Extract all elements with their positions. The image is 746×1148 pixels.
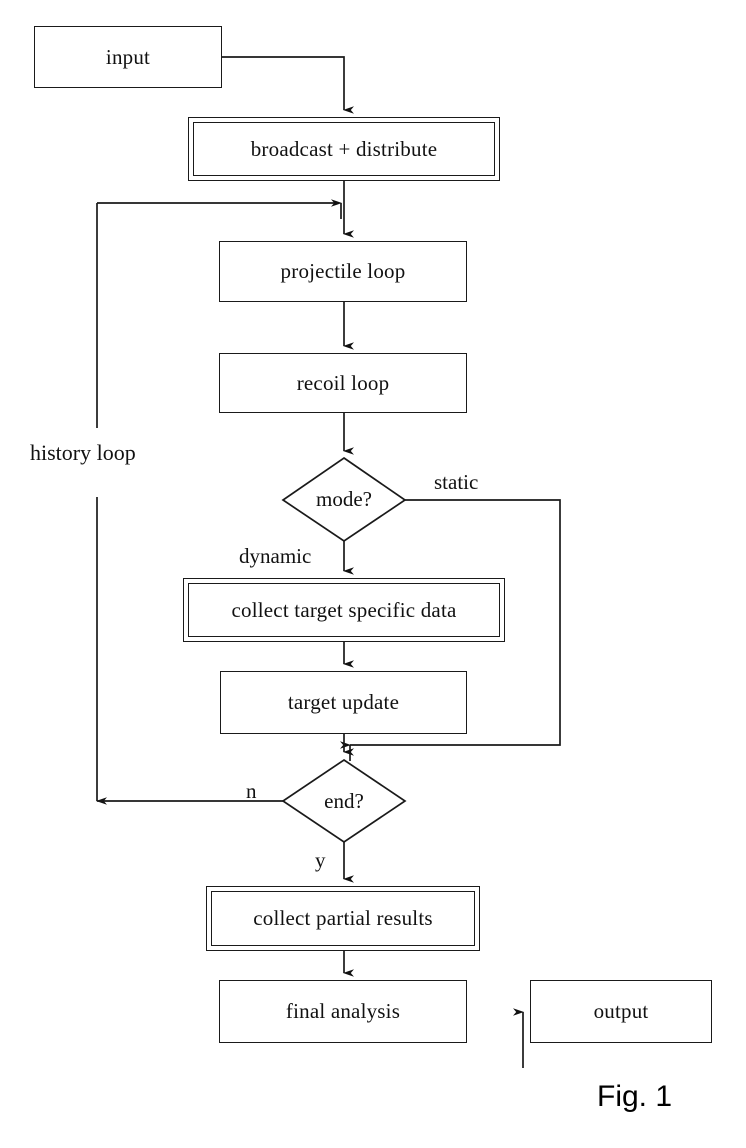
shape-end-diamond bbox=[281, 758, 407, 844]
node-collect-partial-results-label: collect partial results bbox=[253, 906, 433, 930]
annotation-history-loop: history loop bbox=[30, 440, 136, 465]
node-recoil-loop[interactable]: recoil loop bbox=[219, 353, 467, 413]
node-collect-target-specific-data-inner: collect target specific data bbox=[188, 583, 500, 637]
figure-caption: Fig. 1 bbox=[597, 1080, 673, 1113]
node-projectile-loop[interactable]: projectile loop bbox=[219, 241, 467, 302]
shape-mode-diamond bbox=[281, 456, 407, 543]
node-target-update[interactable]: target update bbox=[220, 671, 467, 734]
node-collect-partial-results-inner: collect partial results bbox=[211, 891, 475, 946]
edge-label-end-yes: y bbox=[315, 848, 326, 872]
edge-label-dynamic: dynamic bbox=[239, 544, 312, 568]
edge-mode-static bbox=[350, 499, 561, 746]
node-input-label: input bbox=[105, 44, 151, 69]
node-collect-target-specific-data[interactable]: collect target specific data bbox=[183, 578, 505, 642]
edge-input-to-broadcast bbox=[222, 56, 354, 114]
node-broadcast-distribute-inner: broadcast + distribute bbox=[193, 122, 495, 176]
node-collect-target-specific-data-label: collect target specific data bbox=[231, 597, 457, 622]
node-broadcast-distribute[interactable]: broadcast + distribute bbox=[188, 117, 500, 181]
node-recoil-loop-label: recoil loop bbox=[296, 370, 390, 395]
node-collect-partial-results[interactable]: collect partial results bbox=[206, 886, 480, 951]
edge-label-end-no: n bbox=[246, 779, 257, 803]
node-broadcast-distribute-label: broadcast + distribute bbox=[250, 136, 438, 161]
node-input[interactable]: input bbox=[34, 26, 222, 88]
node-projectile-loop-label: projectile loop bbox=[280, 259, 406, 283]
edge-label-static: static bbox=[434, 470, 479, 494]
node-target-update-label: target update bbox=[287, 690, 400, 714]
node-output[interactable]: output bbox=[530, 980, 712, 1043]
node-final-analysis-label: final analysis bbox=[285, 999, 401, 1023]
node-final-analysis[interactable]: final analysis bbox=[219, 980, 467, 1043]
node-output-label: output bbox=[593, 999, 649, 1023]
